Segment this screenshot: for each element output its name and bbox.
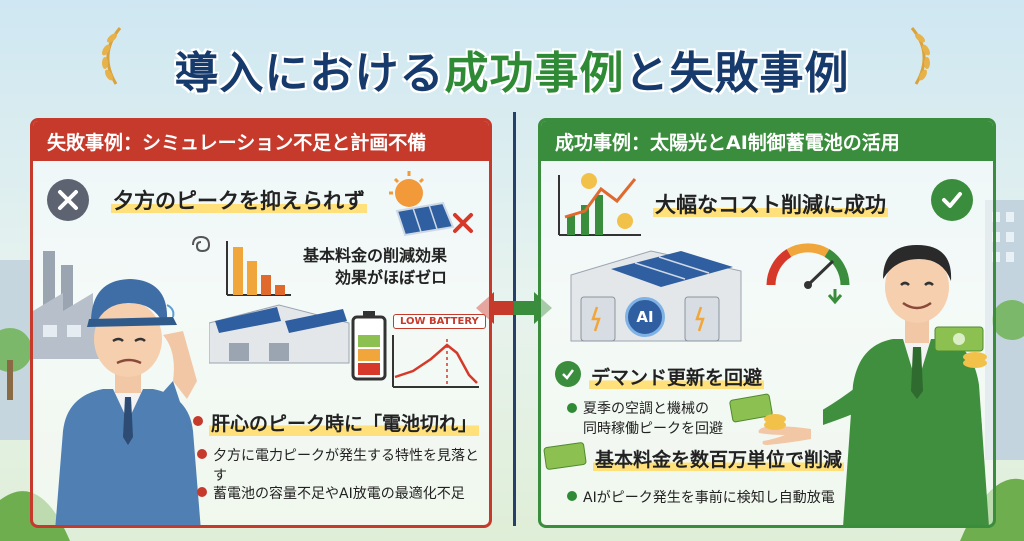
detail-line-2: 同時稼働ピークを回避 [583,421,723,437]
solar-panel-fail-icon [389,171,473,237]
solar-roof-building-icon [209,304,350,364]
peak-line-chart-icon [392,335,479,388]
open-hand-icon [758,426,811,445]
low-battery-icon [351,311,387,381]
money-stack-icon [934,326,987,368]
bullet-dot [197,487,207,497]
bullet-dot [567,403,577,413]
title-failure: 失敗事例 [669,48,850,99]
low-battery-label: LOW BATTERY [393,314,486,329]
laurel-right-icon [910,27,930,85]
success-point-2: 基本料金を数百万単位で削減 [593,445,845,472]
failure-bullet-2-text: 蓄電池の容量不足やAI放電の最適化不足 [213,486,465,502]
stress-swirl-icon [192,235,211,253]
detail-line-1: 夏季の空調と機械の [583,401,709,417]
bullet-dot [567,491,577,501]
solar-facility-illustration [570,250,742,342]
title-part1: 導入における [174,48,445,99]
failure-bullet-1: 夕方に電力ピークが発生する特性を見落とす [197,445,489,485]
cost-gauge-icon [766,243,850,305]
failure-header: 失敗事例：シミュレーション不足と計画不備 [33,121,489,161]
worried-worker-illustration [55,279,201,525]
ai-chip-icon: AI [625,297,665,337]
success-point-1-detail: 夏季の空調と機械の 同時稼働ピークを回避 [567,399,723,439]
check-icon [931,179,973,221]
page-title: 導入における成功事例と失敗事例 [0,34,1024,104]
failure-bullet-2: 蓄電池の容量不足やAI放電の最適化不足 [197,483,465,503]
title-success: 成功事例 [444,48,625,99]
success-bullet-1-text: AIがピーク発生を事前に検知し自動放電 [583,490,835,506]
failure-effect-text: 基本料金の削減効果 効果がほぼゼロ [303,245,447,289]
success-headline: 大幅なコスト削減に成功 [653,189,888,219]
failure-effect-line1: 基本料金の削減効果 [303,246,448,265]
success-header: 成功事例：太陽光とAI制御蓄電池の活用 [541,121,993,161]
check-icon [555,361,581,387]
cash-icon [543,442,587,470]
cash-coins-icon [729,393,786,430]
bullet-dot [197,449,207,459]
businessman-illustration [823,245,989,525]
failure-main-point-text: 肝心のピーク時に「電池切れ」 [209,409,480,436]
failure-bullet-1-text: 夕方に電力ピークが発生する特性を見落とす [213,448,479,484]
declining-bar-chart-icon [226,241,291,296]
center-divider [513,112,516,526]
failure-headline: 夕方のピークを抑えられず [111,185,367,215]
rising-chart-coins-icon [558,173,641,236]
laurel-left-icon [102,27,122,85]
ai-label: AI [636,308,654,326]
bullet-dot [193,416,203,426]
success-panel: 成功事例：太陽光とAI制御蓄電池の活用 大幅なコスト削減に成功 [538,118,996,528]
success-point-2-text: 基本料金を数百万単位で削減 [593,449,845,471]
success-point-1: デマンド更新を回避 [589,363,765,390]
failure-effect-line2: 効果がほぼゼロ [335,268,448,287]
failure-main-point: 肝心のピーク時に「電池切れ」 [193,409,480,436]
success-bullet-1: AIがピーク発生を事前に検知し自動放電 [567,487,835,507]
failure-headline-text: 夕方のピークを抑えられず [111,189,367,213]
title-part3: と [624,48,670,99]
success-point-1-text: デマンド更新を回避 [589,367,765,389]
success-headline-text: 大幅なコスト削減に成功 [653,193,888,217]
x-icon [47,179,89,221]
failure-panel: 失敗事例：シミュレーション不足と計画不備 夕方のピークを抑えられず [30,118,492,528]
